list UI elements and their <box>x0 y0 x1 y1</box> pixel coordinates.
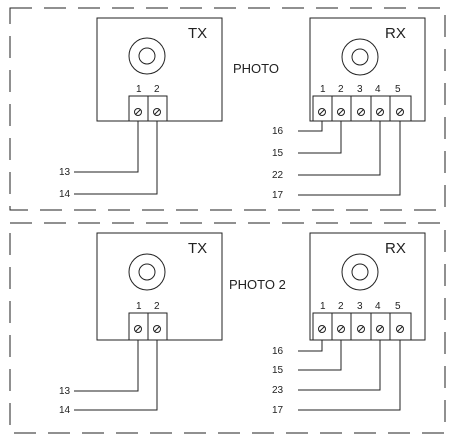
rx-terminal-label-2-3: 3 <box>357 301 363 312</box>
screw-icon <box>357 108 365 116</box>
rx-terminal-label-1-5: 5 <box>395 84 401 95</box>
rx-title-1: RX <box>385 25 406 42</box>
rx-terminal-label-1-3: 3 <box>357 84 363 95</box>
tx-terminal-label-1-2: 2 <box>154 84 160 95</box>
screw-icon <box>318 108 326 116</box>
panel-1: TX 1 2 13 14 PHOTO RX 1 <box>9 7 446 211</box>
rx-terminal-label-2-5: 5 <box>395 301 401 312</box>
screw-icon <box>318 325 326 333</box>
tx-lens-outer-1 <box>128 37 166 75</box>
screw-icon <box>396 108 404 116</box>
tx-title-2: TX <box>188 240 207 257</box>
rx-wire-label-1-1: 16 <box>272 126 284 137</box>
rx-module-2: RX 1 2 3 4 5 16 15 23 17 <box>272 232 426 416</box>
tx-module-1: TX 1 2 13 14 <box>59 17 223 200</box>
rx-terminal-label-1-2: 2 <box>338 84 344 95</box>
rx-terminal-label-2-4: 4 <box>375 301 381 312</box>
screw-icon <box>153 325 161 333</box>
rx-lens-inner-2 <box>351 263 369 281</box>
tx-wire-label-1-2: 14 <box>59 189 71 200</box>
screw-icon <box>357 325 365 333</box>
screw-icon <box>134 325 142 333</box>
screw-icon <box>337 325 345 333</box>
rx-wire-label-1-3: 22 <box>272 170 284 181</box>
tx-lens-outer-2 <box>128 253 166 291</box>
rx-lens-inner-1 <box>351 48 369 66</box>
screw-icon <box>134 108 142 116</box>
panel-label-2: PHOTO 2 <box>229 277 286 292</box>
screw-icon <box>337 108 345 116</box>
rx-wire-label-2-4: 17 <box>272 405 284 416</box>
screw-icon <box>396 325 404 333</box>
tx-wire-label-2-1: 13 <box>59 386 71 397</box>
tx-terminal-label-1-1: 1 <box>136 84 142 95</box>
rx-terminal-block-1 <box>312 95 412 122</box>
tx-wire-label-2-2: 14 <box>59 405 71 416</box>
tx-lens-inner-1 <box>138 47 156 65</box>
rx-wire-label-2-2: 15 <box>272 365 284 376</box>
tx-wire-label-1-1: 13 <box>59 167 71 178</box>
panel-2: TX 1 2 13 14 PHOTO 2 RX 1 2 3 4 5 <box>9 222 446 434</box>
tx-terminal-label-2-1: 1 <box>136 301 142 312</box>
tx-terminal-label-2-2: 2 <box>154 301 160 312</box>
tx-module-2: TX 1 2 13 14 <box>59 232 223 416</box>
rx-terminal-label-2-2: 2 <box>338 301 344 312</box>
rx-lens-outer-1 <box>341 38 379 76</box>
rx-terminal-label-2-1: 1 <box>320 301 326 312</box>
rx-terminal-label-1-1: 1 <box>320 84 326 95</box>
rx-wire-label-2-1: 16 <box>272 346 284 357</box>
rx-title-2: RX <box>385 240 406 257</box>
rx-terminal-label-1-4: 4 <box>375 84 381 95</box>
rx-wire-label-1-2: 15 <box>272 148 284 159</box>
rx-lens-outer-2 <box>341 253 379 291</box>
panel-label-1: PHOTO <box>233 61 279 76</box>
screw-icon <box>376 325 384 333</box>
tx-lens-inner-2 <box>138 263 156 281</box>
rx-terminal-block-2 <box>312 312 412 341</box>
rx-wire-label-2-3: 23 <box>272 385 284 396</box>
rx-module-1: RX 1 2 3 4 5 16 15 22 17 <box>272 17 426 201</box>
rx-wire-label-1-4: 17 <box>272 190 284 201</box>
tx-title-1: TX <box>188 25 207 42</box>
screw-icon <box>376 108 384 116</box>
screw-icon <box>153 108 161 116</box>
